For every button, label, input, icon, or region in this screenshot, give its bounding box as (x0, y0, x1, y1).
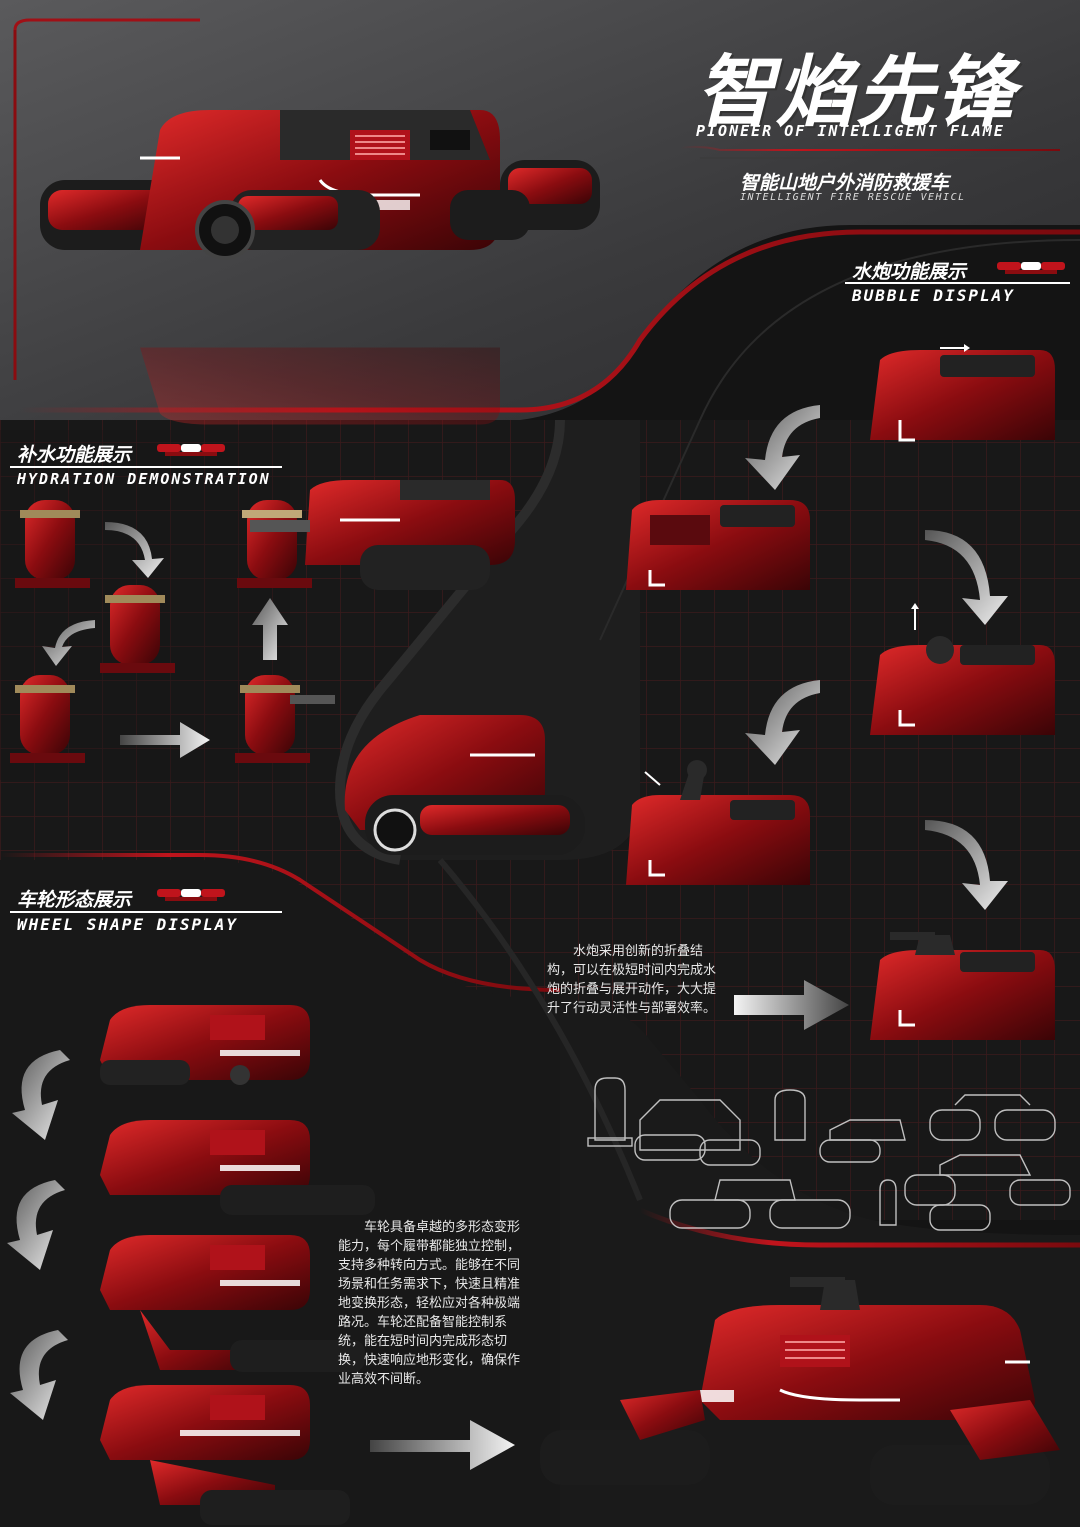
bubble-final-arrow (734, 980, 849, 1030)
wheel-arrows (7, 1050, 70, 1420)
wheel-description: 车轮具备卓越的多形态变形能力，每个履带都能独立控制，支持多种转向方式。能够在不同… (338, 1220, 521, 1387)
wheel-section-title: 车轮形态展示 (17, 889, 132, 911)
wheel-vehicles (100, 1005, 375, 1525)
center-vehicle (344, 715, 585, 855)
bubble-arrows (745, 405, 1008, 910)
poster-subtitle-english: INTELLIGENT FIRE RESCUE VEHICL (740, 192, 966, 203)
mini-icon-wheel (157, 889, 225, 901)
wheel-final-arrow (370, 1420, 515, 1470)
hydration-section-title: 补水功能展示 (17, 444, 132, 466)
bubble-section-divider (845, 282, 1070, 284)
mini-icon-hydration (157, 444, 225, 456)
hydration-section-subtitle: HYDRATION DEMONSTRATION (17, 470, 271, 488)
bubble-step-1 (870, 344, 1055, 442)
bubble-section-title: 水炮功能展示 (852, 261, 967, 283)
hydration-arrows (42, 522, 288, 758)
bubble-step-5 (870, 932, 1055, 1040)
final-vehicle (540, 1277, 1060, 1505)
hydration-vehicle (250, 480, 515, 590)
bubble-step-3 (870, 603, 1055, 735)
hydration-section-divider (10, 466, 282, 468)
mini-icon-bubble (997, 262, 1065, 274)
poster-title-english: PIONEER OF INTELLIGENT FLAME (696, 122, 1005, 140)
poster-subtitle: 智能山地户外消防救援车 (740, 172, 950, 194)
hero-vehicle (40, 110, 600, 425)
poster-title: 智焰先锋 (696, 48, 1017, 138)
bubble-description: 水炮采用创新的折叠结构，可以在极短时间内完成水炮的折叠与展开动作，大大提升了行动… (547, 944, 717, 1016)
wheel-section-subtitle: WHEEL SHAPE DISPLAY (17, 915, 239, 934)
sketches (587, 1077, 1071, 1231)
bubble-step-4 (626, 760, 810, 885)
bubble-step-2 (626, 500, 810, 590)
bubble-section-subtitle: BUBBLE DISPLAY (852, 286, 1015, 305)
wheel-section-divider (10, 911, 282, 913)
